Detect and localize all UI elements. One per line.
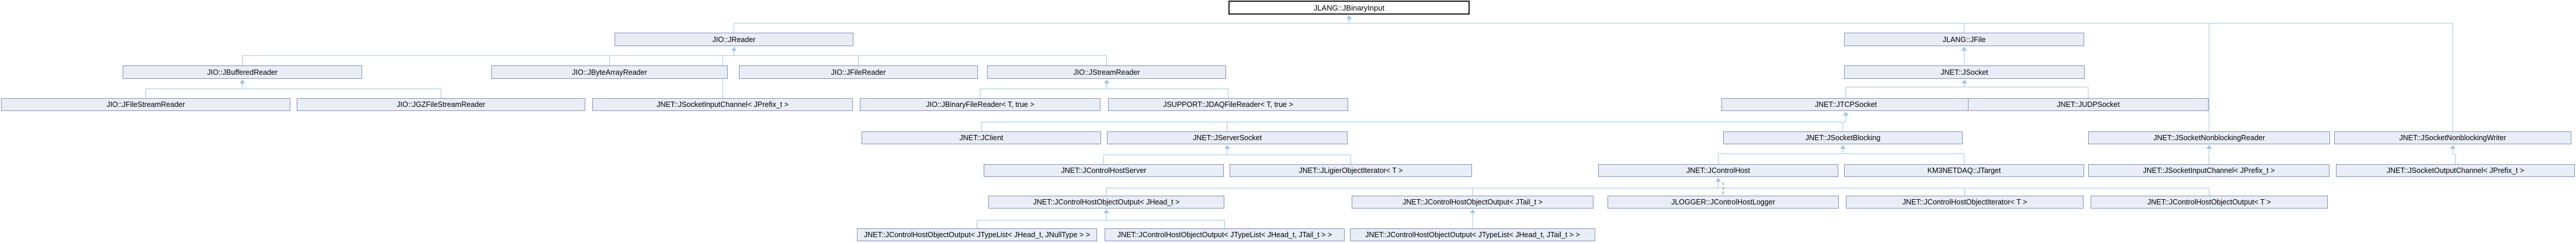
arrowhead-up-icon (1346, 15, 1352, 19)
arrowhead-up-icon (1961, 47, 1967, 51)
class-node-socket[interactable]: JNET::JSocket (1844, 65, 2085, 79)
arrowhead-up-icon (2450, 145, 2456, 149)
arrowhead-up-icon (731, 47, 737, 51)
class-node-cho-output-head[interactable]: JNET::JControlHostObjectOutput< JHead_t … (988, 196, 1224, 209)
class-node-cho-iterator[interactable]: JNET::JControlHostObjectIterator< T > (1846, 196, 2084, 209)
arrowhead-up-icon (1716, 178, 1721, 182)
class-node-socket-nonblocking-writer[interactable]: JNET::JSocketNonblockingWriter (2334, 131, 2571, 144)
arrowhead-up-icon (1104, 79, 1109, 84)
arrowhead-up-icon (1840, 145, 1846, 149)
class-node-server-socket[interactable]: JNET::JServerSocket (1107, 131, 1348, 144)
arrowhead-up-icon (239, 79, 245, 84)
class-node-tcp-socket[interactable]: JNET::JTCPSocket (1721, 98, 1970, 111)
arrowhead-up-icon (2206, 145, 2212, 149)
class-node-cho-output-tail[interactable]: JNET::JControlHostObjectOutput< JTail_t … (1352, 196, 1593, 209)
arrowhead-up-icon (1961, 79, 1967, 84)
class-node-control-host-server[interactable]: JNET::JControlHostServer (984, 164, 1224, 177)
class-node-udp-socket[interactable]: JNET::JUDPSocket (1968, 98, 2209, 111)
class-node-binary-input: JLANG::JBinaryInput (1228, 1, 1470, 15)
class-node-file[interactable]: JLANG::JFile (1844, 33, 2084, 46)
class-node-file-reader[interactable]: JIO::JFileReader (739, 65, 978, 79)
class-node-ligier-object-iterator[interactable]: JNET::JLigierObjectIterator< T > (1230, 164, 1472, 177)
class-node-cho-output-t[interactable]: JNET::JControlHostObjectOutput< T > (2091, 196, 2328, 209)
class-node-stream-reader[interactable]: JIO::JStreamReader (987, 65, 1226, 79)
arrowhead-up-icon (1103, 209, 1109, 213)
class-node-cho-output-list-tail-1[interactable]: JNET::JControlHostObjectOutput< JTypeLis… (1105, 228, 1345, 241)
class-node-cho-output-list-null[interactable]: JNET::JControlHostObjectOutput< JTypeLis… (857, 228, 1097, 241)
class-node-gzfile-stream-reader[interactable]: JIO::JGZFileStreamReader (297, 98, 585, 111)
class-node-byte-array-reader[interactable]: JIO::JByteArrayReader (491, 65, 728, 79)
class-node-cho-output-list-tail-2[interactable]: JNET::JControlHostObjectOutput< JTypeLis… (1350, 228, 1595, 241)
class-node-socket-input-channel-r6[interactable]: JNET::JSocketInputChannel< JPrefix_t > (2088, 164, 2329, 177)
arrowhead-up-icon (1470, 209, 1476, 213)
class-node-buffered-reader[interactable]: JIO::JBufferedReader (123, 65, 362, 79)
arrowhead-up-icon (1843, 112, 1849, 116)
class-node-socket-input-channel-r4[interactable]: JNET::JSocketInputChannel< JPrefix_t > (592, 98, 853, 111)
class-node-daq-file-reader[interactable]: JSUPPORT::JDAQFileReader< T, true > (1108, 98, 1348, 111)
class-node-socket-blocking[interactable]: JNET::JSocketBlocking (1723, 131, 1963, 144)
class-node-target[interactable]: KM3NETDAQ::JTarget (1844, 164, 2084, 177)
class-node-socket-output-channel[interactable]: JNET::JSocketOutputChannel< JPrefix_t > (2336, 164, 2575, 177)
class-node-socket-nonblocking-reader[interactable]: JNET::JSocketNonblockingReader (2088, 131, 2330, 144)
arrowhead-up-icon (1224, 145, 1230, 149)
class-node-control-host-logger[interactable]: JLOGGER::JControlHostLogger (1608, 196, 1839, 209)
class-node-file-stream-reader[interactable]: JIO::JFileStreamReader (1, 98, 290, 111)
class-node-binary-file-reader[interactable]: JIO::JBinaryFileReader< T, true > (860, 98, 1100, 111)
class-node-reader[interactable]: JIO::JReader (615, 33, 853, 46)
class-node-client[interactable]: JNET::JClient (862, 131, 1101, 144)
class-node-control-host[interactable]: JNET::JControlHost (1598, 164, 1838, 177)
